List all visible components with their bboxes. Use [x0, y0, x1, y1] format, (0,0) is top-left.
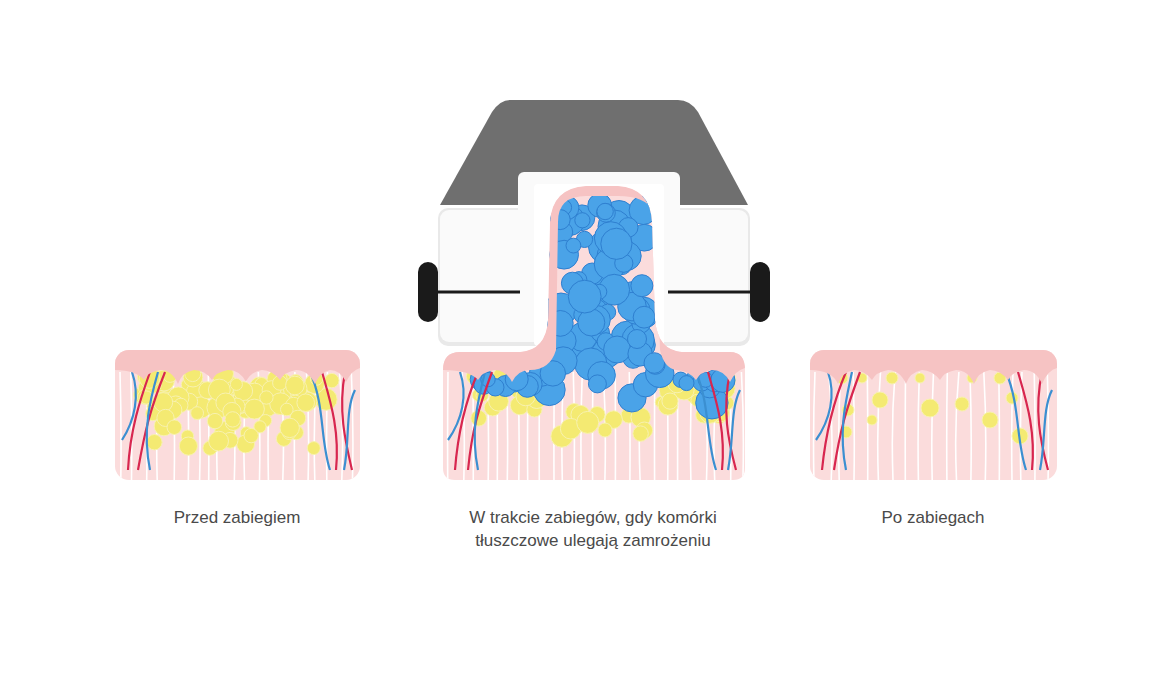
cell — [568, 280, 601, 313]
cell — [633, 306, 655, 328]
cell — [207, 413, 222, 428]
cell — [147, 435, 162, 450]
cell — [662, 393, 678, 409]
cell — [209, 431, 229, 451]
cell — [225, 412, 240, 427]
cell — [260, 391, 273, 404]
skin-before — [115, 350, 360, 480]
cell — [915, 373, 925, 383]
cell — [628, 330, 647, 349]
cell — [597, 204, 616, 223]
cell — [286, 376, 305, 395]
cell — [575, 213, 590, 228]
cell — [298, 392, 317, 411]
cell — [307, 442, 320, 455]
cell — [867, 415, 877, 425]
cell — [631, 275, 653, 297]
cell — [601, 228, 632, 259]
cell — [179, 437, 197, 455]
cell — [598, 423, 612, 437]
skin-after — [810, 350, 1057, 480]
cell — [921, 399, 939, 417]
cell — [955, 397, 969, 411]
cell — [886, 372, 898, 384]
cell — [597, 203, 613, 219]
cell — [644, 353, 665, 374]
cell — [230, 378, 242, 390]
cell — [633, 426, 648, 441]
cell — [588, 375, 606, 393]
cell — [280, 418, 299, 437]
skin-during — [443, 186, 745, 480]
caption-label: Przed zabiegiem — [117, 506, 357, 529]
caption-label: W trakcie zabiegów, gdy komórki tłuszczo… — [428, 506, 758, 552]
cell — [982, 412, 998, 428]
applicator — [418, 100, 770, 346]
cell — [167, 420, 182, 435]
cell — [191, 407, 204, 420]
cell — [872, 392, 888, 408]
cell — [577, 411, 599, 433]
cell — [244, 428, 258, 442]
cell — [604, 336, 631, 363]
caption-label: Po zabiegach — [813, 506, 1053, 529]
cell — [566, 238, 581, 253]
cell — [297, 394, 315, 412]
cell — [679, 376, 694, 391]
